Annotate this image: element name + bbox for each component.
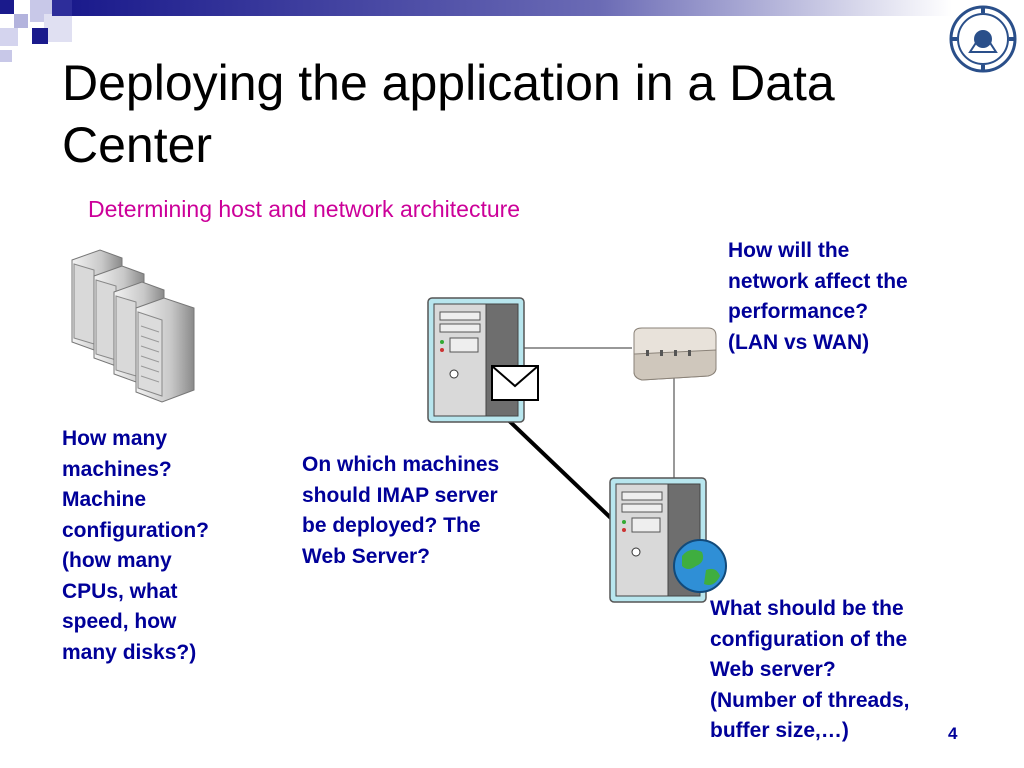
slide-title: Deploying the application in a Data Cent…	[62, 55, 835, 173]
slide-subtitle: Determining host and network architectur…	[88, 196, 521, 222]
mail-server-icon	[427, 297, 539, 423]
rack-unit-4	[135, 297, 195, 403]
webserver-question: What should be the configuration of the …	[710, 597, 910, 742]
header-bar	[72, 0, 952, 16]
router-icon	[633, 327, 717, 381]
web-server-icon	[609, 477, 727, 603]
page-number: 4	[948, 724, 958, 743]
institute-seal-icon	[949, 5, 1017, 73]
network-question: How will the network affect the performa…	[728, 239, 908, 354]
network-diagram	[427, 297, 727, 603]
mail-web-link	[500, 412, 617, 524]
globe-icon	[673, 539, 727, 593]
machines-question: How many machines? Machine configuration…	[62, 427, 209, 664]
imap-question: On which machines should IMAP server be …	[302, 453, 500, 568]
server-rack-icon	[71, 249, 195, 403]
